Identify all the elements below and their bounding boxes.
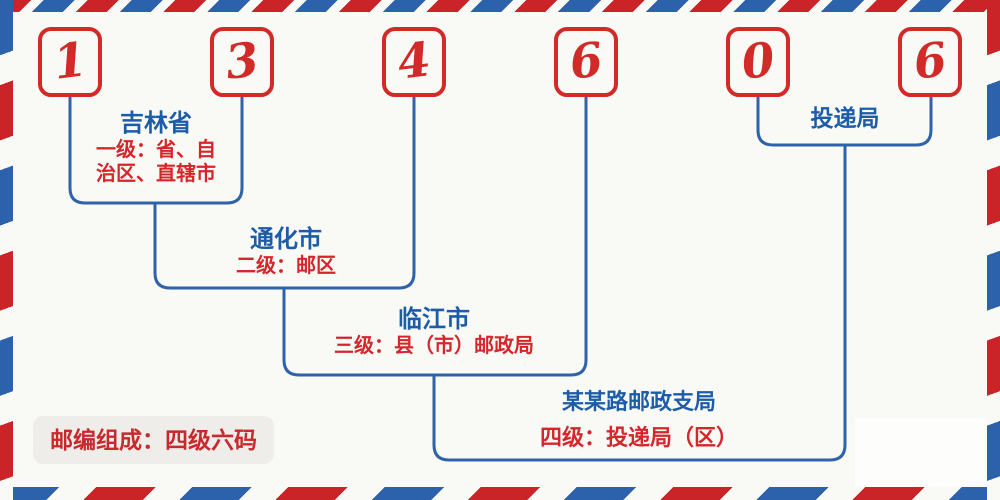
label-level2: 通化市 二级：邮区	[236, 226, 336, 278]
digit-value: 4	[394, 31, 434, 91]
label-level1: 吉林省 一级：省、自 治区、直辖市	[96, 110, 216, 186]
digit-box-5: 0	[726, 27, 790, 97]
digit-box-1: 1	[38, 27, 102, 97]
level4-desc: 四级：投递局（区）	[539, 425, 739, 450]
background-highlight-region	[855, 419, 987, 487]
digit-box-6: 6	[898, 27, 962, 97]
digit-box-2: 3	[210, 27, 274, 97]
digit-value: 6	[566, 31, 606, 91]
airmail-border-left	[0, 0, 13, 500]
airmail-border-bottom	[0, 487, 1000, 500]
label-delivery-office: 投递局	[811, 104, 880, 132]
level4-title: 某某路邮政支局	[561, 389, 717, 414]
digit-value: 0	[738, 31, 778, 91]
level2-title: 通化市	[250, 226, 322, 253]
digit-value: 1	[50, 31, 90, 91]
label-level4: 某某路邮政支局 四级：投递局（区）	[540, 388, 738, 450]
digit-box-4: 6	[554, 27, 618, 97]
delivery-office-title: 投递局	[810, 105, 880, 131]
bracket-delivery	[756, 97, 933, 147]
airmail-border-right	[987, 0, 1000, 500]
digit-value: 3	[222, 31, 262, 91]
bracket-level4	[432, 145, 847, 462]
footer-badge: 邮编组成：四级六码	[33, 416, 274, 464]
level3-desc: 三级：县（市）邮政局	[334, 335, 534, 357]
digit-value: 6	[910, 31, 950, 91]
level2-desc: 二级：邮区	[236, 255, 336, 277]
level1-title: 吉林省	[120, 110, 192, 137]
level3-title: 临江市	[398, 306, 470, 333]
digit-box-3: 4	[382, 27, 446, 97]
airmail-border-top	[0, 0, 1000, 12]
level1-desc-line1: 一级：省、自	[96, 139, 216, 161]
label-level3: 临江市 三级：县（市）邮政局	[334, 306, 534, 358]
level1-desc-line2: 治区、直辖市	[96, 163, 216, 185]
